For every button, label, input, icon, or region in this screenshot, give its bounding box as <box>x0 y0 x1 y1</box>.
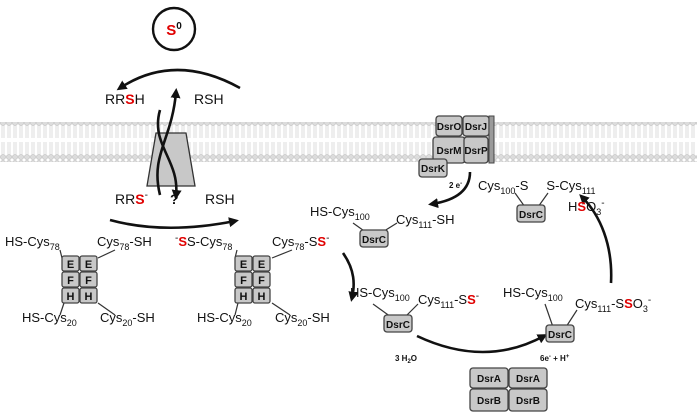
sulfite-label: HSO3- <box>568 198 605 217</box>
mid-arc-arrow <box>109 217 239 230</box>
rsh-top: RSH <box>194 91 224 107</box>
subunit-e: E <box>258 259 265 271</box>
dsr-m: DsrM <box>436 146 461 157</box>
persulfide-anion: RRS- <box>115 190 148 207</box>
cross-arrow-down <box>156 109 182 200</box>
cys111-label: Cys111-SS- <box>418 291 479 310</box>
link-line <box>59 302 65 316</box>
dsrc-persulfide: DsrC HS-Cys100 Cys111-SS- <box>350 285 479 333</box>
cys20-br: Cys20-SH <box>100 310 155 328</box>
dsr-o: DsrO <box>437 122 462 133</box>
subunit-f: F <box>240 275 247 287</box>
subunit-f: F <box>258 275 265 287</box>
subunit-h: H <box>67 291 75 303</box>
subunit-e: E <box>67 259 74 271</box>
release-arrow <box>579 194 613 284</box>
dsrc-transfer-arrow <box>341 252 359 302</box>
subunit-f: F <box>85 275 92 287</box>
cys78-tl: -SS-Cys78 <box>175 233 232 252</box>
subunit-h: H <box>85 291 93 303</box>
sulfur-symbol: S <box>166 22 176 39</box>
dsr-a: DsrA <box>516 374 540 385</box>
cys100-label: HS-Cys100 <box>350 285 410 303</box>
oxidation-arrow <box>416 334 548 354</box>
cys78-tr: Cys78-SS- <box>272 233 329 252</box>
dsrc-reduced: DsrC HS-Cys100 Cys111-SH <box>310 204 454 248</box>
svg-text:S0: S0 <box>166 21 182 39</box>
sulfur-superscript: 0 <box>176 21 182 32</box>
subunit-h: H <box>258 291 266 303</box>
cys78-tr: Cys78-SH <box>97 234 152 252</box>
cys111-label: Cys111-SSO3- <box>575 295 651 314</box>
link-line <box>97 249 116 259</box>
electrons-label: 2 e- <box>449 181 462 190</box>
dsr-k: DsrK <box>421 164 446 175</box>
cys20-bl: HS-Cys20 <box>22 310 77 328</box>
svg-text:DsrC: DsrC <box>386 320 410 331</box>
persulfide-top: RRSH <box>105 91 145 107</box>
subunit-f: F <box>67 275 74 287</box>
top-arc-arrow <box>116 68 241 91</box>
cys20-bl: HS-Cys20 <box>197 310 252 328</box>
svg-text:DsrC: DsrC <box>362 235 386 246</box>
link-line <box>271 302 291 316</box>
transporter <box>146 132 196 187</box>
sulfur-zero: S0 <box>151 6 197 52</box>
dsrab-complex: DsrA DsrA DsrB DsrB <box>469 367 548 412</box>
cys78-tl: HS-Cys78 <box>5 234 60 252</box>
link-line <box>544 303 554 328</box>
link-line <box>271 249 293 259</box>
efh-right: E E F F H H -SS-Cys78 Cys78-SS- HS-Cys20… <box>175 233 330 328</box>
subunit-h: H <box>240 291 248 303</box>
dsr-membrane-complex: DsrO DsrJ DsrM DsrP DsrK <box>418 115 495 178</box>
dsr-j: DsrJ <box>465 122 487 133</box>
link-line <box>565 309 578 328</box>
dsr-b: DsrB <box>477 396 501 407</box>
dsrc-trisulfide: DsrC HS-Cys100 Cys111-SSO3- <box>503 285 651 343</box>
products-label: 6e- + H+ <box>540 354 570 363</box>
svg-text:DsrC: DsrC <box>519 210 543 221</box>
subunit-e: E <box>85 259 92 271</box>
link-line <box>234 302 239 316</box>
cys100-label: HS-Cys100 <box>503 285 563 303</box>
svg-text:DsrC: DsrC <box>548 330 572 341</box>
sulfur-circle <box>151 6 197 52</box>
efh-left: E E F F H H HS-Cys78 Cys78-SH HS-Cys20 C… <box>5 234 155 328</box>
dsr-p: DsrP <box>464 146 488 157</box>
subunit-e: E <box>240 259 247 271</box>
cys111-label: Cys111-SH <box>396 212 454 230</box>
cys100-label: HS-Cys100 <box>310 204 370 222</box>
cys20-br: Cys20-SH <box>275 310 330 328</box>
water-label: 3 H2O <box>395 354 417 365</box>
electron-arrow <box>428 171 472 209</box>
dsr-b: DsrB <box>516 396 540 407</box>
question-mark: ? <box>170 191 179 207</box>
dsr-a: DsrA <box>477 374 501 385</box>
membrane <box>0 122 697 162</box>
link-line <box>97 302 116 316</box>
rsh-mid: RSH <box>205 191 235 207</box>
